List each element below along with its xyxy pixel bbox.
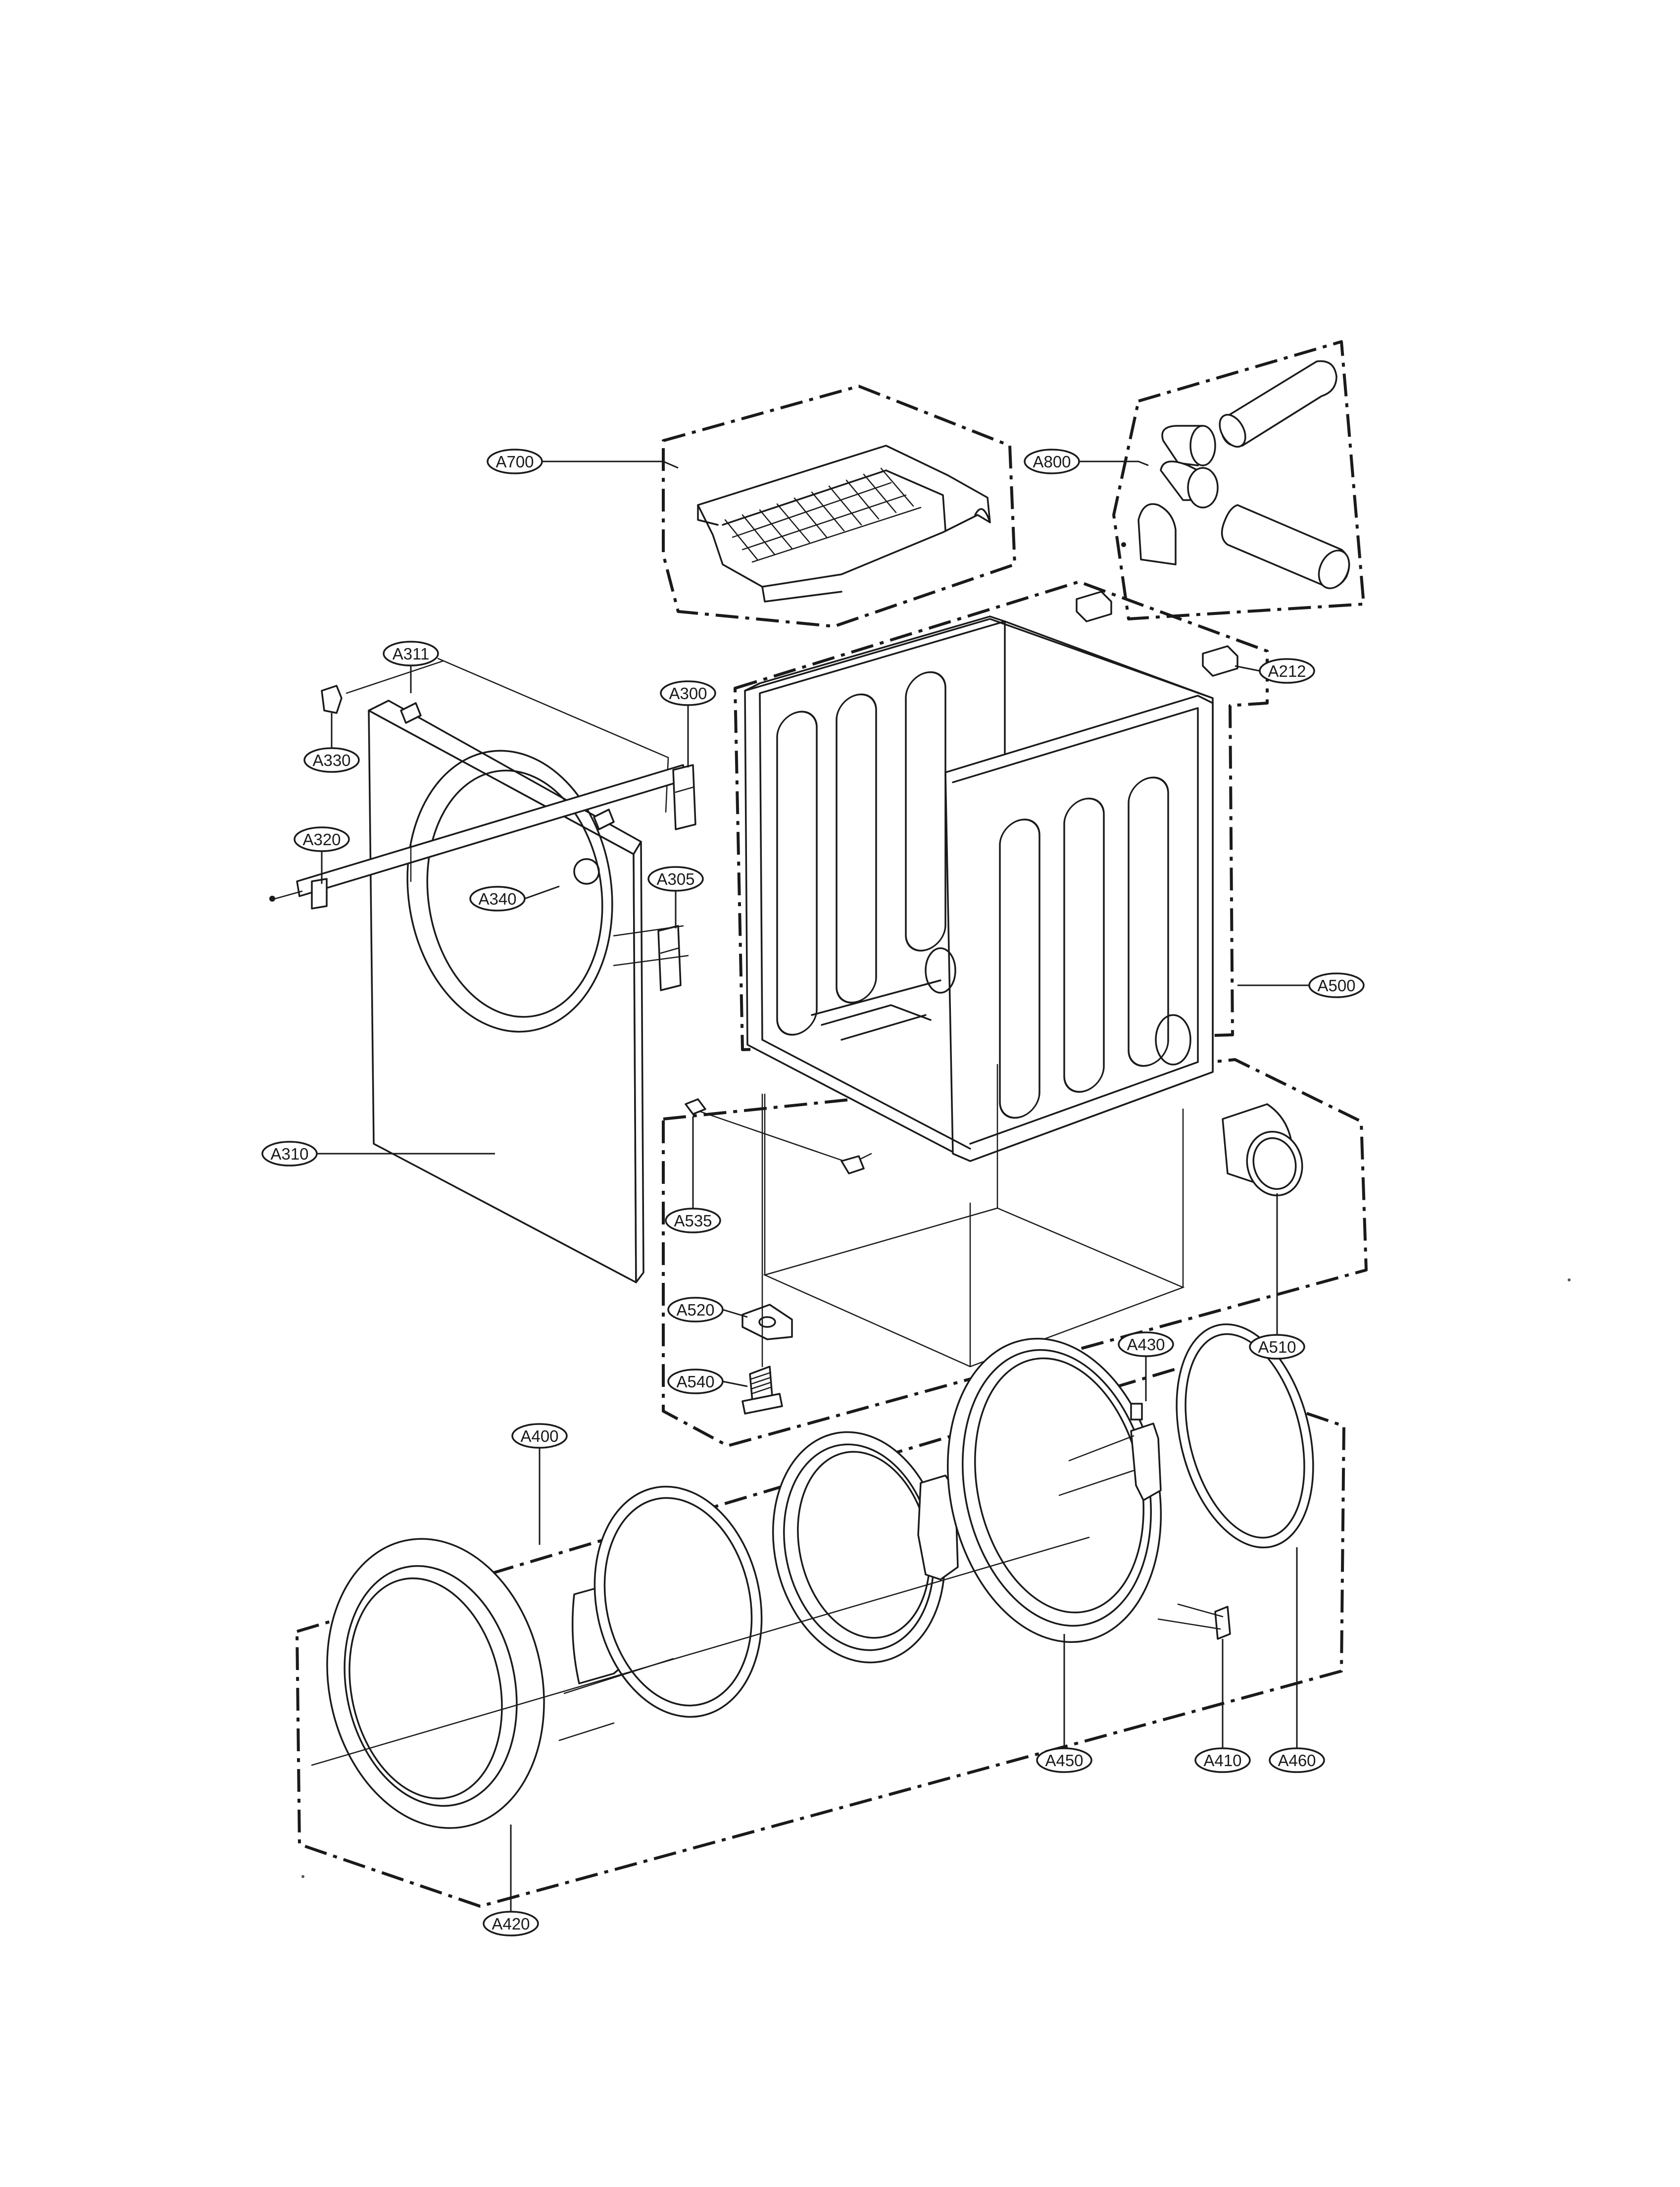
callout-a510-label: A510 (1258, 1338, 1296, 1356)
callout-a330: A330 (303, 747, 360, 773)
callout-a305: A305 (647, 866, 704, 892)
callout-a460-label: A460 (1278, 1751, 1316, 1770)
callout-a340: A340 (469, 886, 526, 912)
callout-a311-label: A311 (393, 645, 430, 663)
front-panel (269, 658, 696, 1283)
callout-a320: A320 (294, 826, 350, 852)
callout-a420: A420 (483, 1911, 539, 1936)
callout-a430-label: A430 (1127, 1335, 1165, 1354)
group-outline-a800 (1112, 340, 1365, 620)
base-frame (685, 1064, 1303, 1415)
group-outline-a700 (662, 385, 1016, 628)
callout-a500-label: A500 (1317, 976, 1355, 995)
callout-a510: A510 (1249, 1334, 1305, 1360)
drying-rack (697, 445, 991, 603)
callout-a800-label: A800 (1033, 453, 1071, 471)
callout-a212-label: A212 (1268, 662, 1306, 680)
leader-lines (317, 460, 1309, 1911)
group-outline-base (662, 1058, 1368, 1447)
group-outline-a400 (296, 1368, 1345, 1908)
callout-a410: A410 (1194, 1747, 1251, 1773)
callout-a320-label: A320 (302, 830, 341, 849)
callout-a330-label: A330 (312, 751, 350, 769)
callout-a310-label: A310 (270, 1145, 308, 1163)
callout-a400: A400 (511, 1423, 568, 1449)
callout-a540: A540 (667, 1369, 724, 1394)
callout-a500: A500 (1308, 972, 1365, 998)
cabinet (744, 591, 1238, 1162)
callout-a410-label: A410 (1203, 1751, 1241, 1770)
door-assembly (311, 1323, 1314, 1829)
callout-a300: A300 (660, 680, 716, 706)
callout-a540-label: A540 (676, 1373, 714, 1391)
callout-a450: A450 (1036, 1747, 1092, 1773)
callout-a311: A311 (383, 641, 439, 666)
callout-a520: A520 (667, 1297, 724, 1322)
callout-a430: A430 (1118, 1331, 1174, 1357)
callout-a800: A800 (1024, 449, 1080, 474)
callout-a535: A535 (665, 1208, 721, 1233)
callout-a460: A460 (1269, 1747, 1325, 1773)
callout-a520-label: A520 (676, 1301, 714, 1319)
callout-a340-label: A340 (478, 890, 516, 908)
callout-a310: A310 (261, 1141, 318, 1167)
callout-a700: A700 (487, 449, 543, 474)
callout-a305-label: A305 (656, 870, 694, 888)
callout-a450-label: A450 (1045, 1751, 1083, 1770)
callout-a300-label: A300 (669, 684, 707, 703)
callout-a420-label: A420 (492, 1915, 530, 1933)
callout-a535-label: A535 (674, 1212, 712, 1230)
callout-a400-label: A400 (520, 1427, 558, 1445)
callout-a700-label: A700 (495, 453, 534, 471)
callout-a212: A212 (1259, 658, 1315, 684)
duct-kit (1121, 360, 1350, 589)
